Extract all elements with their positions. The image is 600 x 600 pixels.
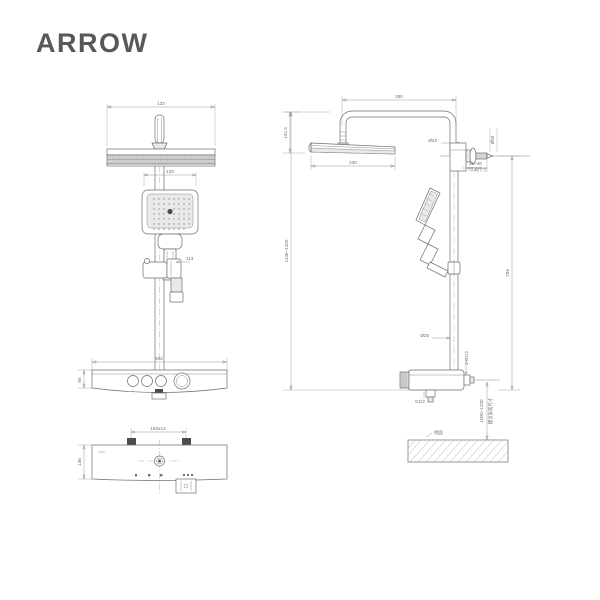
control-icons-row (135, 474, 193, 477)
dim-inlet-diameter: Ø50 (489, 128, 498, 152)
nozzle-grid-overhead (107, 156, 215, 163)
dim-body-height: 65 (77, 369, 95, 389)
hand-shower-side (415, 187, 449, 278)
dim-label-overhead-width: 133 (157, 101, 165, 106)
top-view: 150±12 (77, 426, 228, 495)
overhead-arm-front (151, 114, 168, 150)
mixer-body-side (399, 369, 500, 403)
dim-arm-length: 350 (341, 94, 457, 126)
dim-label-riser-diameter: Ø25 (420, 333, 429, 338)
dim-label-stud-spacing: 150±12 (150, 426, 166, 431)
dim-label-bar-height: 754 (505, 269, 510, 277)
hand-shower-front (141, 189, 199, 281)
control-knob-1 (127, 375, 139, 387)
dim-label-inlet-diameter: Ø50 (490, 135, 495, 144)
overhead-shower-head-side (308, 141, 396, 155)
dim-label-body-height: 65 (77, 377, 82, 383)
dim-label-head-height: 142.4 (283, 127, 288, 139)
dim-label-bracket: 113 (186, 256, 194, 261)
dim-label-outlet-thread: G1/2 (415, 399, 425, 404)
dim-outlet-thread: G1/2 (415, 392, 425, 404)
nozzle-pattern-handshower (153, 198, 190, 230)
dim-wall-adjust: 35~40 可调尺寸 (462, 160, 488, 173)
dim-label-install-note: 建议安装尺寸 (487, 397, 494, 424)
mixer-body-front (91, 369, 228, 400)
dim-label-total-height: 1140~1200 (284, 239, 289, 262)
brand-logo: ARROW (36, 28, 149, 58)
dim-label-body-width: 402 (155, 356, 163, 361)
dim-label-arm-diameter: Ø22 (428, 138, 437, 143)
control-knob-3 (155, 375, 167, 387)
dim-bar-height: 754 (498, 155, 520, 391)
dim-label-install-height: 1000~1200 (479, 399, 484, 423)
dim-inlet-thread: 2-G1/2 (464, 351, 469, 376)
dim-label-body-depth: 136 (77, 458, 82, 466)
slide-bar-bracket-front (142, 258, 184, 303)
front-elevation-view: 133 (77, 101, 228, 400)
dim-overhead-width: 133 (106, 101, 216, 146)
side-elevation-view: 350 142.4 (283, 94, 530, 463)
dim-label-wall-adjust: 35~40 (469, 161, 482, 166)
mounting-stud-left (127, 438, 136, 445)
dim-label-arm-length: 350 (395, 94, 403, 99)
dim-total-height: 1140~1200 (283, 111, 440, 391)
riser-pipe-side (449, 171, 459, 380)
wall-inlet-side (440, 142, 530, 172)
slide-bar-bracket-side (447, 261, 461, 275)
dim-riser-diameter: Ø25 (420, 333, 451, 340)
dim-label-head-length: 230 (349, 160, 357, 165)
dim-head-length: 230 (310, 156, 396, 170)
label-ground: 地面 (434, 429, 443, 436)
dim-handshower-width: 133 (143, 169, 197, 186)
dim-label-inlet-thread: 2-G1/2 (464, 351, 469, 365)
dim-bracket: 113 (175, 256, 194, 264)
mixer-body-top (91, 440, 228, 495)
mounting-stud-right (182, 438, 191, 445)
ground-floor: 地面 (407, 429, 509, 463)
dim-stud-spacing: 150±12 (130, 426, 187, 442)
dim-head-height: 142.4 (283, 111, 330, 154)
dim-label-wall-adjust-note: 可调尺寸 (469, 166, 487, 173)
dim-body-depth: 136 (77, 444, 95, 480)
floor-hatching (407, 439, 509, 463)
control-knob-2 (141, 375, 153, 387)
dim-label-handshower-width: 133 (166, 169, 174, 174)
overhead-shower-head-front (106, 148, 216, 167)
dim-install-height: 1000~1200 建议安装尺寸 (479, 381, 494, 441)
handle-knurl (401, 372, 407, 388)
